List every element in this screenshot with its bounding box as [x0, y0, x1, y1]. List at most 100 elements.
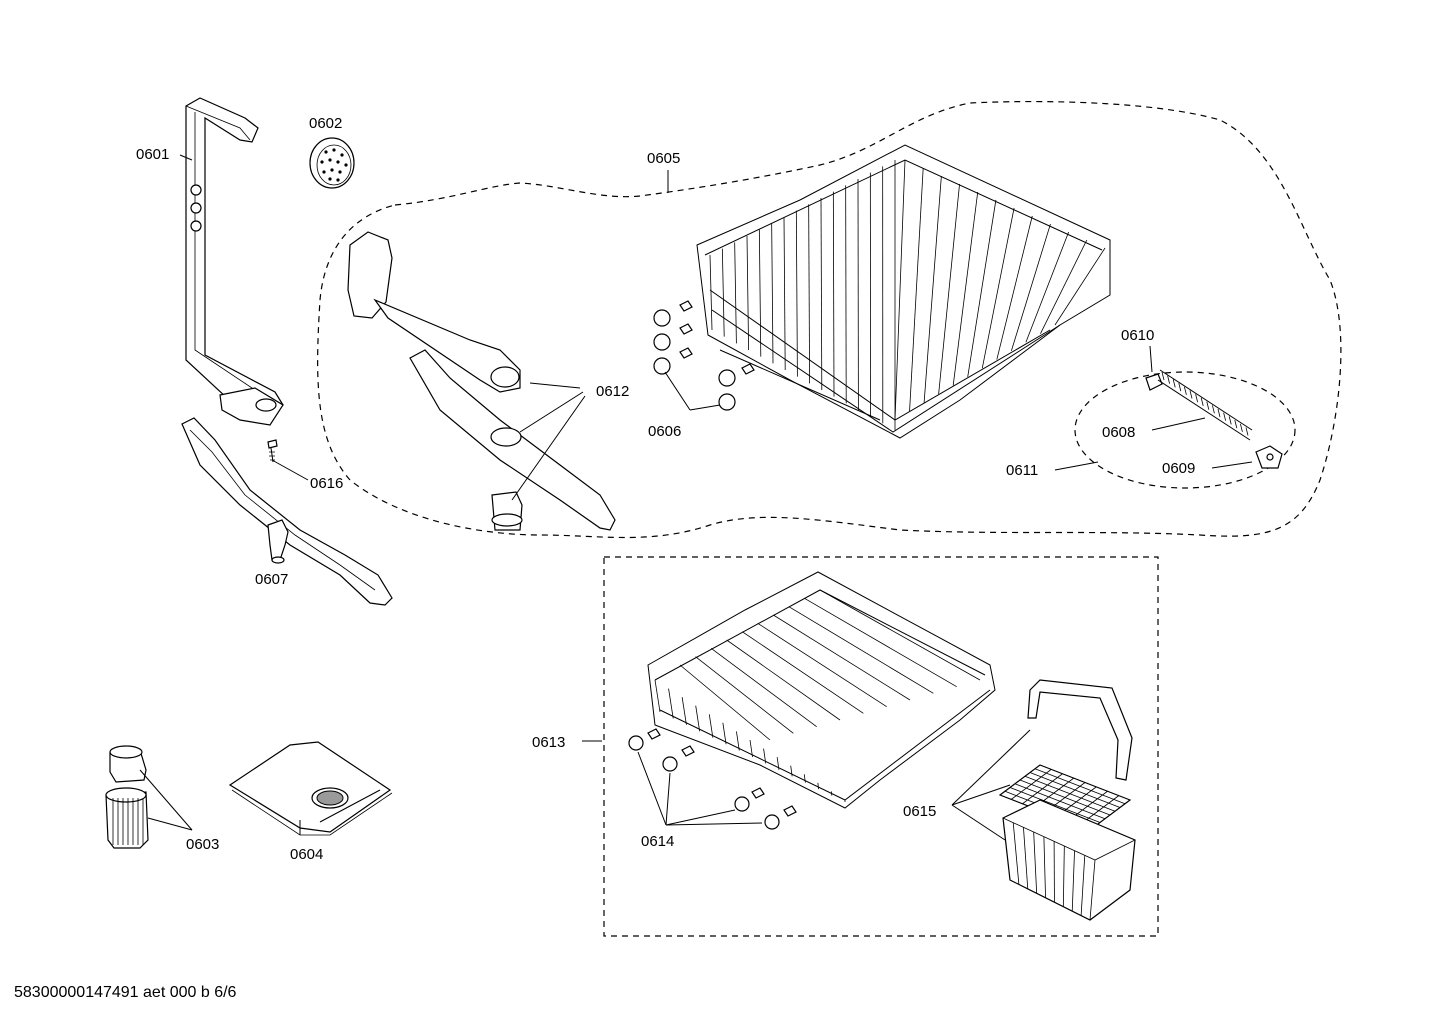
rail-tooth: [1195, 394, 1198, 403]
label-0610: 0610: [1121, 327, 1154, 344]
basket-wire: [695, 656, 794, 734]
basket-wire: [726, 639, 841, 721]
group-0611-outline: [1074, 371, 1296, 489]
basket-wire: [708, 714, 714, 738]
basket-wire: [771, 223, 774, 364]
basket-wire: [763, 748, 767, 764]
footer-reference: 58300000147491 aet 000 b 6/6: [14, 984, 237, 1001]
basket-wire: [808, 204, 810, 384]
rail-tooth: [1217, 408, 1221, 418]
group-0605-outline: [317, 100, 1342, 539]
label-0602: 0602: [309, 115, 342, 132]
lid-grid-line: [1029, 772, 1121, 808]
basket-wire: [654, 679, 661, 713]
basket-mesh-line: [1033, 831, 1038, 894]
basket-mesh-line: [1080, 855, 1086, 916]
basket-wire: [721, 248, 725, 337]
basket-wire: [741, 631, 864, 714]
screw-0616: [267, 439, 278, 463]
rail-tooth: [1228, 416, 1232, 425]
basket-wire: [1054, 247, 1106, 326]
lower-basket-0613: [628, 571, 996, 830]
rail-tooth: [1172, 379, 1176, 388]
rail-tooth: [1178, 383, 1182, 392]
basket-wire: [681, 697, 687, 725]
basket-wire: [952, 191, 979, 386]
basket-wire: [773, 614, 911, 701]
label-0606: 0606: [648, 423, 681, 440]
basket-wire: [749, 739, 753, 758]
basket-wire: [832, 191, 835, 397]
basket-mesh-line: [1062, 845, 1065, 907]
spray-arm-0612: [347, 231, 616, 531]
label-0611: 0611: [1006, 462, 1038, 479]
basket-wire: [679, 664, 771, 741]
rail-tooth: [1161, 371, 1165, 381]
basket-wire: [967, 199, 997, 377]
basket-wire: [668, 688, 674, 719]
basket-wire: [923, 175, 942, 403]
basket-wire: [795, 210, 798, 377]
wheels-0614: [628, 728, 797, 830]
rail-tooth: [1167, 375, 1170, 384]
basket-wire: [803, 774, 806, 783]
basket-wire: [722, 722, 727, 745]
label-0614: 0614: [641, 833, 674, 850]
rail-tooth: [1184, 386, 1187, 395]
label-0613: 0613: [532, 734, 565, 751]
basket-wire: [734, 242, 737, 344]
label-0607: 0607: [255, 571, 288, 588]
basket-mesh-line: [1071, 850, 1075, 912]
label-0612: 0612: [596, 383, 629, 400]
rail-tooth: [1245, 427, 1249, 436]
rail-tooth: [1234, 420, 1238, 429]
basket-mesh-line: [1023, 827, 1029, 889]
filters-0603: [105, 745, 149, 849]
basket-wire: [819, 589, 981, 681]
label-0605: 0605: [647, 150, 680, 167]
basket-wire: [996, 215, 1033, 360]
spray-arm-0607: [181, 417, 393, 606]
basket-wire: [758, 229, 762, 357]
label-0615: 0615: [903, 803, 936, 820]
basket-mesh-line: [1043, 836, 1046, 898]
rail-assembly-0611: [1145, 369, 1283, 469]
label-0601: 0601: [136, 146, 169, 163]
label-0608: 0608: [1102, 424, 1135, 441]
basket-wire: [788, 606, 934, 694]
basket-wire: [710, 648, 817, 727]
lid-grid-line: [1034, 768, 1126, 805]
cap-0602: [309, 137, 355, 189]
cutlery-basket-0615: [998, 679, 1136, 921]
wheels-0606: [653, 300, 755, 411]
lid-grid-line: [1024, 775, 1116, 812]
basket-mesh-line: [1012, 822, 1020, 885]
basket-wire: [817, 782, 819, 790]
basket-wire: [783, 216, 786, 371]
label-0616: 0616: [310, 475, 343, 492]
basket-wire: [1025, 231, 1070, 343]
upper-basket-0605: [653, 144, 1111, 439]
flat-filter-0604: [228, 741, 393, 836]
label-0604: 0604: [290, 846, 323, 863]
label-0609: 0609: [1162, 460, 1195, 477]
basket-wire: [757, 622, 887, 708]
basket-wire: [804, 597, 957, 688]
leader-lines: [139, 154, 1253, 841]
basket-wire: [746, 235, 749, 351]
basket-wire: [894, 159, 906, 421]
basket-wire: [695, 705, 701, 732]
basket-wire: [845, 185, 847, 404]
rail-tooth: [1240, 423, 1243, 432]
basket-wire: [1010, 223, 1051, 352]
rail-tooth: [1212, 405, 1215, 414]
basket-wire: [776, 757, 780, 770]
label-0603: 0603: [186, 836, 219, 853]
basket-wire: [736, 731, 740, 751]
basket-wire: [790, 765, 793, 777]
group-0613-outline: [603, 556, 1159, 937]
basket-wire: [909, 167, 924, 412]
rail-tooth: [1200, 397, 1204, 406]
part-labels: 0601 0602 0603 0604 0605 0606 0607 0608 …: [136, 115, 1195, 863]
